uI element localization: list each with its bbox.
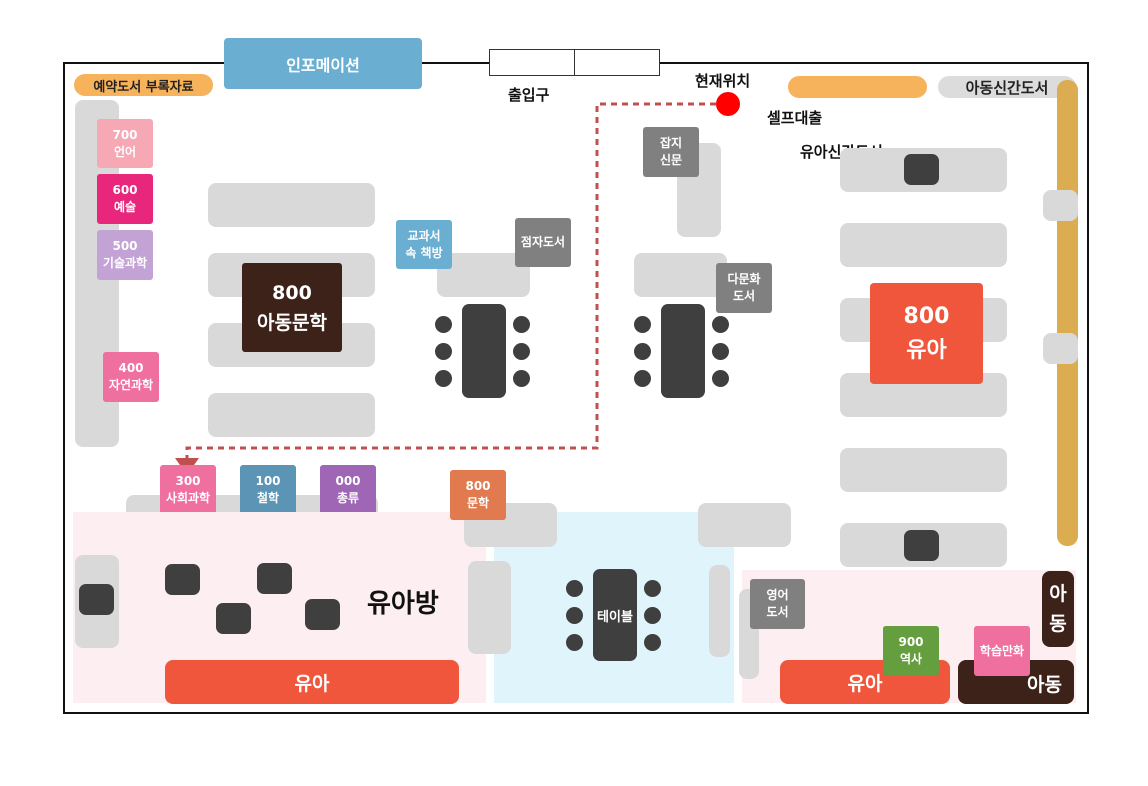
- chair-icon: [634, 316, 651, 333]
- seat-cushion: [904, 530, 939, 561]
- wall-seat: [1043, 190, 1078, 221]
- reading-table: [661, 304, 705, 398]
- shelf-braille-books[interactable]: 점자도서: [515, 218, 571, 267]
- information-desk[interactable]: 인포메이션: [224, 38, 422, 89]
- shelf-row: [208, 183, 375, 227]
- reserved-supplements-pill: 예약도서 부록자료: [74, 74, 213, 96]
- floor-cushion: [257, 563, 292, 594]
- center-table: 테이블: [593, 569, 637, 661]
- shelf-row: [634, 253, 727, 297]
- chair-icon: [566, 607, 583, 624]
- floor-cushion: [165, 564, 200, 595]
- chair-icon: [634, 343, 651, 360]
- shelf-learning-comics-overlay: 학습만화: [974, 626, 1030, 676]
- shelf-row: [437, 253, 530, 297]
- side-shelf: [709, 565, 730, 657]
- side-shelf: [468, 561, 511, 654]
- shelf-row: [840, 448, 1007, 492]
- infant-bar-left: 유아: [165, 660, 459, 704]
- chair-icon: [513, 370, 530, 387]
- chair-icon: [513, 343, 530, 360]
- chair-icon: [712, 343, 729, 360]
- chair-icon: [712, 370, 729, 387]
- chair-icon: [566, 580, 583, 597]
- entrance-label: 출입구: [508, 86, 550, 104]
- children-bar-label: 아동: [1027, 674, 1062, 696]
- shelf-row: [698, 503, 791, 547]
- entrance-door-right: [574, 49, 660, 76]
- chair-icon: [634, 370, 651, 387]
- chair-icon: [644, 607, 661, 624]
- chair-icon: [644, 634, 661, 651]
- chair-icon: [712, 316, 729, 333]
- seat-cushion: [904, 154, 939, 185]
- reading-table: [462, 304, 506, 398]
- chair-icon: [435, 370, 452, 387]
- shelf-row: [208, 393, 375, 437]
- infant-room-label: 유아방: [367, 589, 439, 619]
- chair-icon: [513, 316, 530, 333]
- current-location-marker: [716, 92, 740, 116]
- floor-cushion: [216, 603, 251, 634]
- floor-cushion: [305, 599, 340, 630]
- right-wall-shelf: [1057, 80, 1078, 546]
- chair-icon: [435, 316, 452, 333]
- seat-cushion: [79, 584, 114, 615]
- wall-seat: [1043, 333, 1078, 364]
- current-location-label: 현재위치: [695, 72, 751, 90]
- entrance-door-left: [489, 49, 575, 76]
- shelf-row: [840, 223, 1007, 267]
- chair-icon: [644, 580, 661, 597]
- self-checkout-label: 셀프대출: [767, 109, 823, 127]
- new-books-counter-pill: [788, 76, 927, 98]
- chair-icon: [435, 343, 452, 360]
- chair-icon: [566, 634, 583, 651]
- children-new-books-pill: 아동신간도서: [938, 76, 1076, 98]
